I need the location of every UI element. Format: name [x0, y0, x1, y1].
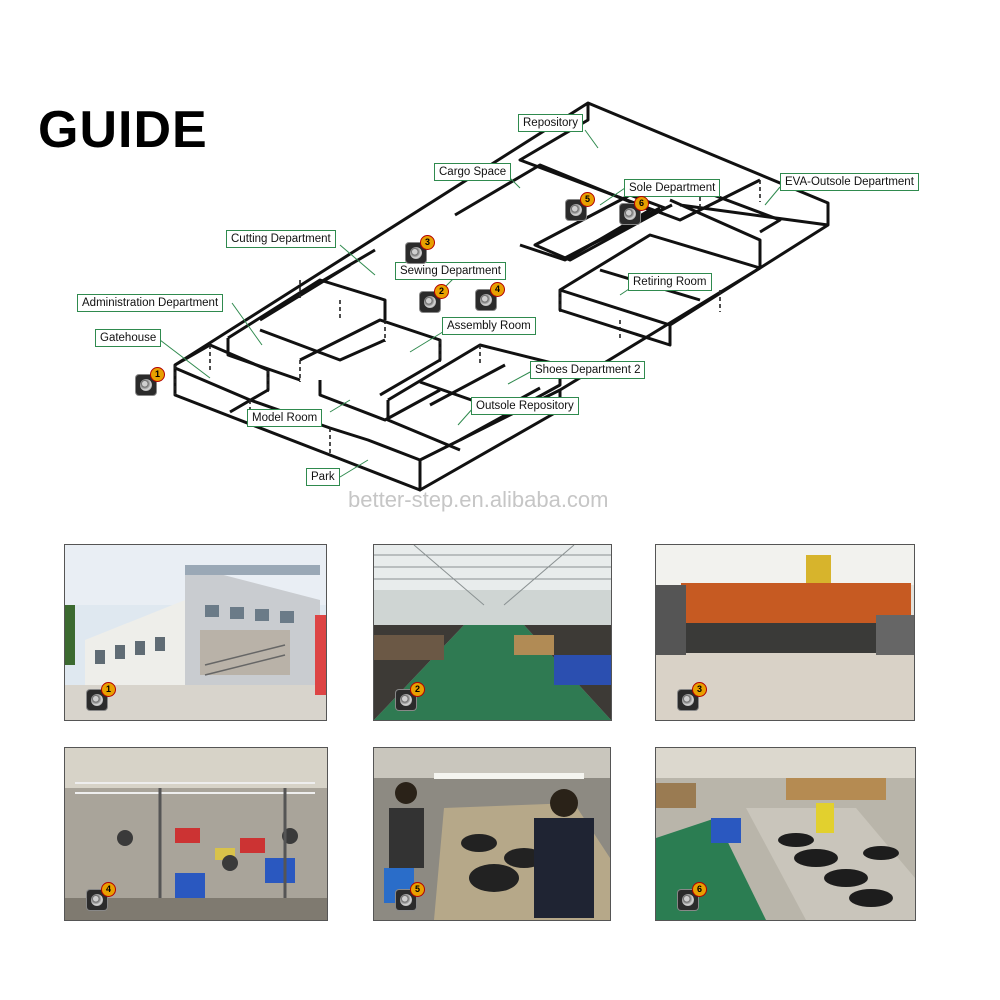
camera-5-icon: 5 [396, 882, 425, 910]
label-model-room: Model Room [247, 409, 323, 427]
label-assembly-room: Assembly Room [442, 317, 536, 335]
camera-2-icon: 2 [396, 682, 425, 710]
camera-marker-2-icon[interactable]: 2 [420, 284, 449, 312]
label-administration-department: Administration Department [77, 294, 224, 312]
label-cargo-space: Cargo Space [434, 163, 512, 181]
workshop-floor-photo: 2 [373, 544, 612, 721]
camera-marker-4-icon[interactable]: 4 [476, 282, 505, 310]
label-repository: Repository [518, 114, 583, 132]
assembly-line-photo: 5 [373, 747, 611, 921]
camera-6-icon: 6 [678, 882, 707, 910]
label-cutting-department: Cutting Department [226, 230, 336, 248]
gatehouse-photo: 1 [64, 544, 327, 721]
camera-marker-1-icon[interactable]: 1 [136, 367, 165, 395]
label-sewing-department: Sewing Department [395, 262, 506, 280]
camera-1-icon: 1 [87, 682, 116, 710]
camera-3-icon: 3 [678, 682, 707, 710]
camera-4-icon: 4 [87, 882, 116, 910]
label-retiring-room: Retiring Room [628, 273, 712, 291]
label-eva-outsole-department: EVA-Outsole Department [780, 173, 919, 191]
label-park: Park [306, 468, 340, 486]
label-outsole-repository: Outsole Repository [471, 397, 579, 415]
label-shoes-department-2: Shoes Department 2 [530, 361, 646, 379]
camera-marker-6-icon[interactable]: 6 [620, 196, 649, 224]
sewing-line-photo: 4 [64, 747, 328, 921]
sole-line-photo: 6 [655, 747, 916, 921]
watermark: better-step.en.alibaba.com [348, 487, 609, 512]
cutting-machine-photo: 3 [655, 544, 915, 721]
camera-marker-3-icon[interactable]: 3 [406, 235, 435, 263]
camera-marker-5-icon[interactable]: 5 [566, 192, 595, 220]
label-sole-department: Sole Department [624, 179, 721, 197]
floor-plan-drawing [159, 101, 830, 492]
label-gatehouse: Gatehouse [95, 329, 162, 347]
page-title: GUIDE [38, 101, 208, 159]
